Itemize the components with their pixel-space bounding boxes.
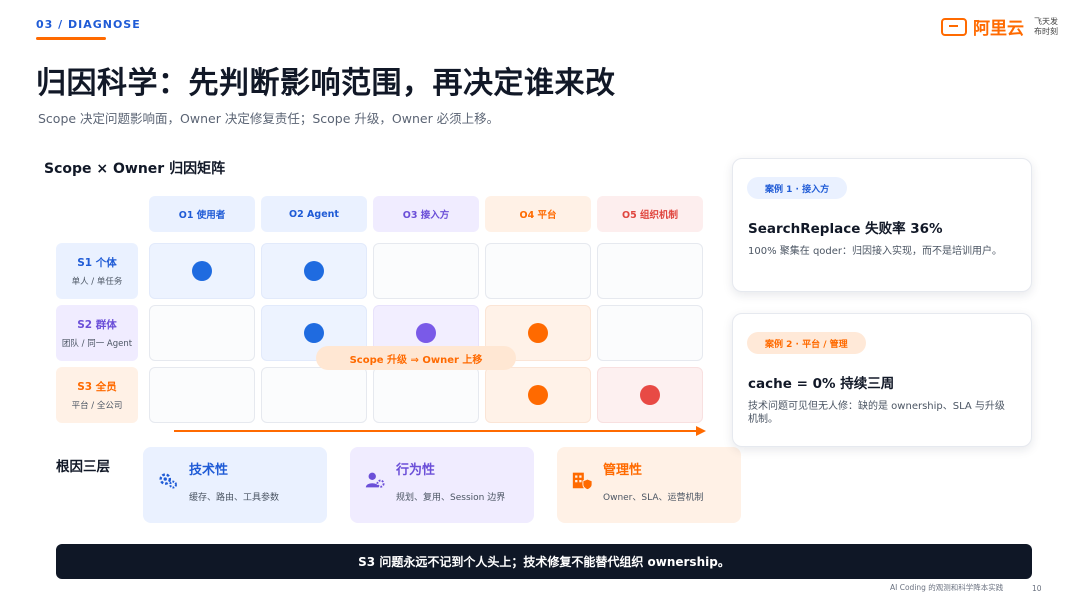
row-header-s1: S1 个体 单人 / 单任务 — [56, 243, 138, 299]
case-description: 100% 聚集在 qoder：归因接入实现，而不是培训用户。 — [748, 246, 1003, 257]
column-header-o3: O3 接入方 — [373, 196, 479, 232]
matrix-cell-s1-o1 — [149, 243, 255, 299]
matrix-cell-s2-o1 — [149, 305, 255, 361]
root-cause-management: 管理性 Owner、SLA、运营机制 — [557, 447, 741, 523]
gears-icon — [159, 473, 177, 489]
matrix-title: Scope × Owner 归因矩阵 — [44, 161, 226, 177]
matrix-cell-s3-o1 — [149, 367, 255, 423]
matrix-cell-s1-o5 — [597, 243, 703, 299]
logo-text: 阿里云 — [973, 19, 1024, 39]
building-shield-icon — [572, 472, 593, 491]
root-cause-title: 管理性 — [603, 463, 643, 478]
row-title: S3 全员 — [77, 381, 117, 393]
row-header-s3: S3 全员 平台 / 全公司 — [56, 367, 138, 423]
page-number: 10 — [1032, 584, 1042, 593]
root-cause-desc: 缓存、路由、工具参数 — [189, 493, 280, 503]
conclusion-banner: S3 问题永远不记到个人头上；技术修复不能替代组织 ownership。 — [56, 544, 1032, 579]
escalation-arrow — [174, 430, 698, 432]
case-badge: 案例 2 · 平台 / 管理 — [747, 332, 866, 354]
column-header-o2: O2 Agent — [261, 196, 367, 232]
matrix-cell-s3-o4 — [485, 367, 591, 423]
section-tag: 03 / DIAGNOSE — [36, 18, 141, 31]
row-subtitle: 平台 / 全公司 — [71, 401, 123, 411]
root-cause-label: 根因三层 — [56, 459, 110, 475]
root-cause-title: 技术性 — [189, 463, 229, 478]
case-title: cache = 0% 持续三周 — [748, 376, 895, 392]
root-cause-technical: 技术性 缓存、路由、工具参数 — [143, 447, 327, 523]
row-subtitle: 单人 / 单任务 — [71, 277, 123, 287]
case-card-1: 案例 1 · 接入方 SearchReplace 失败率 36% 100% 聚集… — [732, 158, 1032, 292]
footer-text: AI Coding 的观测和科学降本实践 — [890, 583, 1004, 592]
row-title: S2 群体 — [77, 319, 117, 331]
matrix-cell-s3-o5 — [597, 367, 703, 423]
case-description: 技术问题可见但无人修：缺的是 ownership、SLA 与升级机制。 — [748, 401, 1005, 425]
users-gear-icon — [365, 472, 385, 488]
marker-dot-orange — [528, 385, 548, 405]
marker-dot-blue — [304, 261, 324, 281]
logo-subtext: 飞天发布时刻 — [1034, 16, 1058, 36]
matrix-cell-s3-o3 — [373, 367, 479, 423]
case-card-2: 案例 2 · 平台 / 管理 cache = 0% 持续三周 技术问题可见但无人… — [732, 313, 1032, 447]
aliyun-logo: 阿里云 飞天发布时刻 — [941, 14, 1058, 39]
column-header-o4: O4 平台 — [485, 196, 591, 232]
accent-line — [36, 37, 106, 40]
root-cause-desc: Owner、SLA、运营机制 — [603, 493, 704, 503]
arrow-head-icon — [696, 426, 706, 436]
root-cause-title: 行为性 — [396, 463, 436, 478]
marker-dot-blue — [304, 323, 324, 343]
matrix-cell-s1-o2 — [261, 243, 367, 299]
marker-dot-purple — [416, 323, 436, 343]
column-header-o5: O5 组织机制 — [597, 196, 703, 232]
row-title: S1 个体 — [77, 257, 117, 269]
marker-dot-red — [640, 385, 660, 405]
root-cause-behavioral: 行为性 规划、复用、Session 边界 — [350, 447, 534, 523]
case-badge: 案例 1 · 接入方 — [747, 177, 848, 199]
marker-dot-orange — [528, 323, 548, 343]
scope-upgrade-pill: Scope 升级 ⇒ Owner 上移 — [316, 346, 516, 370]
row-header-s2: S2 群体 团队 / 同一 Agent — [56, 305, 138, 361]
column-header-o1: O1 使用者 — [149, 196, 255, 232]
slide-subtitle: Scope 决定问题影响面，Owner 决定修复责任；Scope 升级，Owne… — [38, 111, 500, 126]
row-subtitle: 团队 / 同一 Agent — [61, 339, 133, 349]
marker-dot-blue — [192, 261, 212, 281]
root-cause-desc: 规划、复用、Session 边界 — [396, 493, 506, 503]
matrix-cell-s3-o2 — [261, 367, 367, 423]
case-title: SearchReplace 失败率 36% — [748, 221, 943, 237]
matrix-cell-s2-o5 — [597, 305, 703, 361]
slide-title: 归因科学：先判断影响范围，再决定谁来改 — [36, 66, 616, 101]
matrix-cell-s1-o4 — [485, 243, 591, 299]
aliyun-logo-icon — [941, 17, 967, 36]
matrix-cell-s1-o3 — [373, 243, 479, 299]
